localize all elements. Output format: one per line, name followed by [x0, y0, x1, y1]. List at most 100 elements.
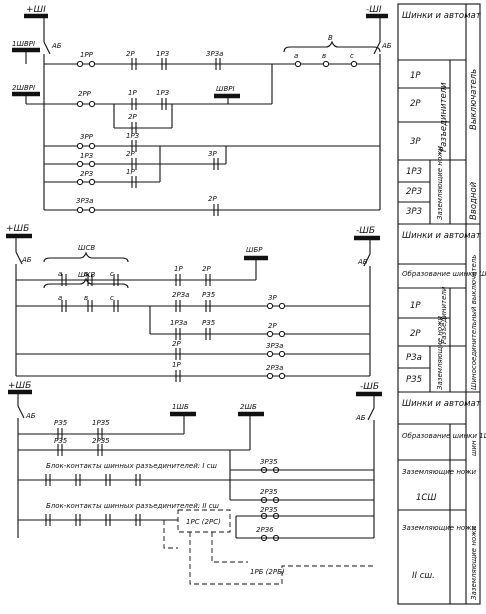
c1-switch-left [43, 41, 51, 55]
c1-brace-label: В [328, 34, 333, 42]
brace [397, 3, 481, 605]
component-label: РЗ5 [54, 419, 68, 427]
component-label: Заземляющие ножи [436, 315, 444, 390]
contact-terminal [266, 302, 274, 310]
component-label: 2Р [172, 340, 181, 348]
component-label: Вводной [469, 181, 479, 220]
component-label: 1РЗ [156, 50, 170, 58]
c1-in2-label: 2ШВРI [12, 84, 35, 92]
contact-terminal [76, 60, 84, 68]
component-label: 1РЗ [406, 167, 423, 177]
component-label: 1Р [126, 168, 135, 176]
c3-relay2-label: 1РБ (2РБ) [250, 568, 285, 576]
c3-note1: Блок-контакты шинных разъединителей: I с… [46, 462, 217, 470]
component-label: а [58, 270, 62, 278]
component-label: Шиносоединительный выключатель [470, 255, 478, 390]
component-label: 3РР [80, 133, 94, 141]
component-label: 2РЗа [266, 364, 283, 372]
component-label: 2Р [410, 99, 421, 109]
c3-bus2-label: 2ШБ [240, 403, 257, 411]
contact-terminal [88, 142, 96, 150]
wire [15, 251, 23, 265]
c2-ab-right: АБ [357, 258, 368, 266]
component-label: 2РЗа [172, 291, 189, 299]
c2-neg-label: -ШБ [356, 226, 375, 236]
component-label: 2РЗ [406, 187, 423, 197]
component-label: 3РЗа [266, 342, 283, 350]
circuit-1: +ШI -ШI АБ АБ 1ШВРI 2ШВРI 1РР 2Р 1РЗ 3РЗ… [12, 5, 392, 216]
c2-pos-label: +ШБ [6, 224, 29, 234]
component-label: 1РЗ [80, 152, 94, 160]
component-label: Заземляющие ножи [470, 525, 478, 600]
component-label: Разъединители [440, 286, 448, 344]
wire [367, 407, 375, 421]
wire [363, 253, 371, 267]
component-label: 2РЗ5 [260, 506, 278, 514]
component-label: 3Р [268, 294, 277, 302]
component-label: 2Р [410, 329, 421, 339]
contact-terminal [76, 206, 84, 214]
component-label: 3РЗ [406, 207, 423, 217]
component-label: РЗ5 [406, 375, 422, 385]
component-label: Образование шинки 1ШБ и 2ШБ [402, 432, 486, 440]
c1-ab-left: АБ [51, 42, 62, 50]
component-label: 2Р [268, 322, 277, 330]
c3-relay1-label: 1РС (2РС) [186, 518, 221, 526]
c2-bank2-label: ШКВ [78, 271, 95, 279]
brace [43, 251, 129, 263]
component-label: 1Р [174, 265, 183, 273]
c2-bank1-label: ШСВ [78, 244, 95, 252]
component-label: РЗ5 [54, 437, 68, 445]
c1-shvr-label: ШВРI [216, 85, 235, 93]
contact-terminal [88, 178, 96, 186]
component-label: шин [470, 440, 478, 456]
component-label: 1РЗ [126, 132, 140, 140]
component-label: в [322, 52, 326, 60]
component-label: 1РЗа [170, 319, 187, 327]
component-label: 1Р [128, 89, 137, 97]
component-label: 1РР [80, 51, 94, 59]
c1-pos-label: +ШI [26, 5, 46, 15]
component-label: 2Р [126, 50, 135, 58]
contact-terminal [278, 330, 286, 338]
contact-terminal [266, 372, 274, 380]
component-label: 3РЗа [206, 50, 223, 58]
c2-shbr-label: ШБР [246, 246, 263, 254]
dashed-link [163, 519, 178, 549]
component-label: Заземляющие ножи [402, 524, 477, 532]
c1-in1-label: 1ШВРI [12, 40, 35, 48]
component-label: 1Р [410, 71, 421, 81]
component-label: РЗ5 [202, 319, 216, 327]
component-label: Разъединители [439, 82, 449, 152]
contact-terminal [350, 60, 358, 68]
component-label: 3Р [410, 137, 421, 147]
c3-ab-left: АБ [25, 412, 36, 420]
c3-note2: Блок-контакты шинных разъединителей: II … [46, 502, 220, 510]
component-label: II сш. [412, 571, 435, 581]
annotation-table: Шинки и автомат 1Р 2Р 3Р 1РЗ 2РЗ 3РЗ Раз… [397, 3, 486, 605]
component-label: с [110, 294, 114, 302]
circuit-2: +ШБ -ШБ АБ АБ ШБР ШСВ ШКВ а в с 1Р 2Р а … [6, 224, 380, 382]
t-s1-header: Шинки и автомат [402, 11, 482, 21]
c3-neg-label: -ШБ [360, 382, 379, 392]
component-label: 2РЗ5 [92, 437, 110, 445]
component-label: 2Р [202, 265, 211, 273]
c1-neg-label: -ШI [366, 5, 382, 15]
c3-pos-label: +ШБ [8, 381, 31, 391]
contact-terminal [266, 350, 274, 358]
contact-terminal [88, 100, 96, 108]
component-label: Заземляющие ножи [436, 145, 444, 220]
component-label: РЗ5 [202, 291, 216, 299]
dashed-link [189, 532, 374, 585]
brace [43, 277, 129, 289]
c2-ab-left: АБ [21, 256, 32, 264]
component-label: 2Р [128, 113, 137, 121]
contact-terminal [76, 142, 84, 150]
component-label: 2РЗ [80, 170, 94, 178]
circuit-3: +ШБ -ШБ АБ АБ 1ШБ 2ШБ РЗ5 1РЗ5 РЗ5 2РЗ5 … [8, 381, 382, 585]
contact-terminal [322, 60, 330, 68]
component-label: РЗа [406, 353, 422, 363]
contact-terminal [294, 60, 302, 68]
c3-ab-right: АБ [355, 414, 366, 422]
